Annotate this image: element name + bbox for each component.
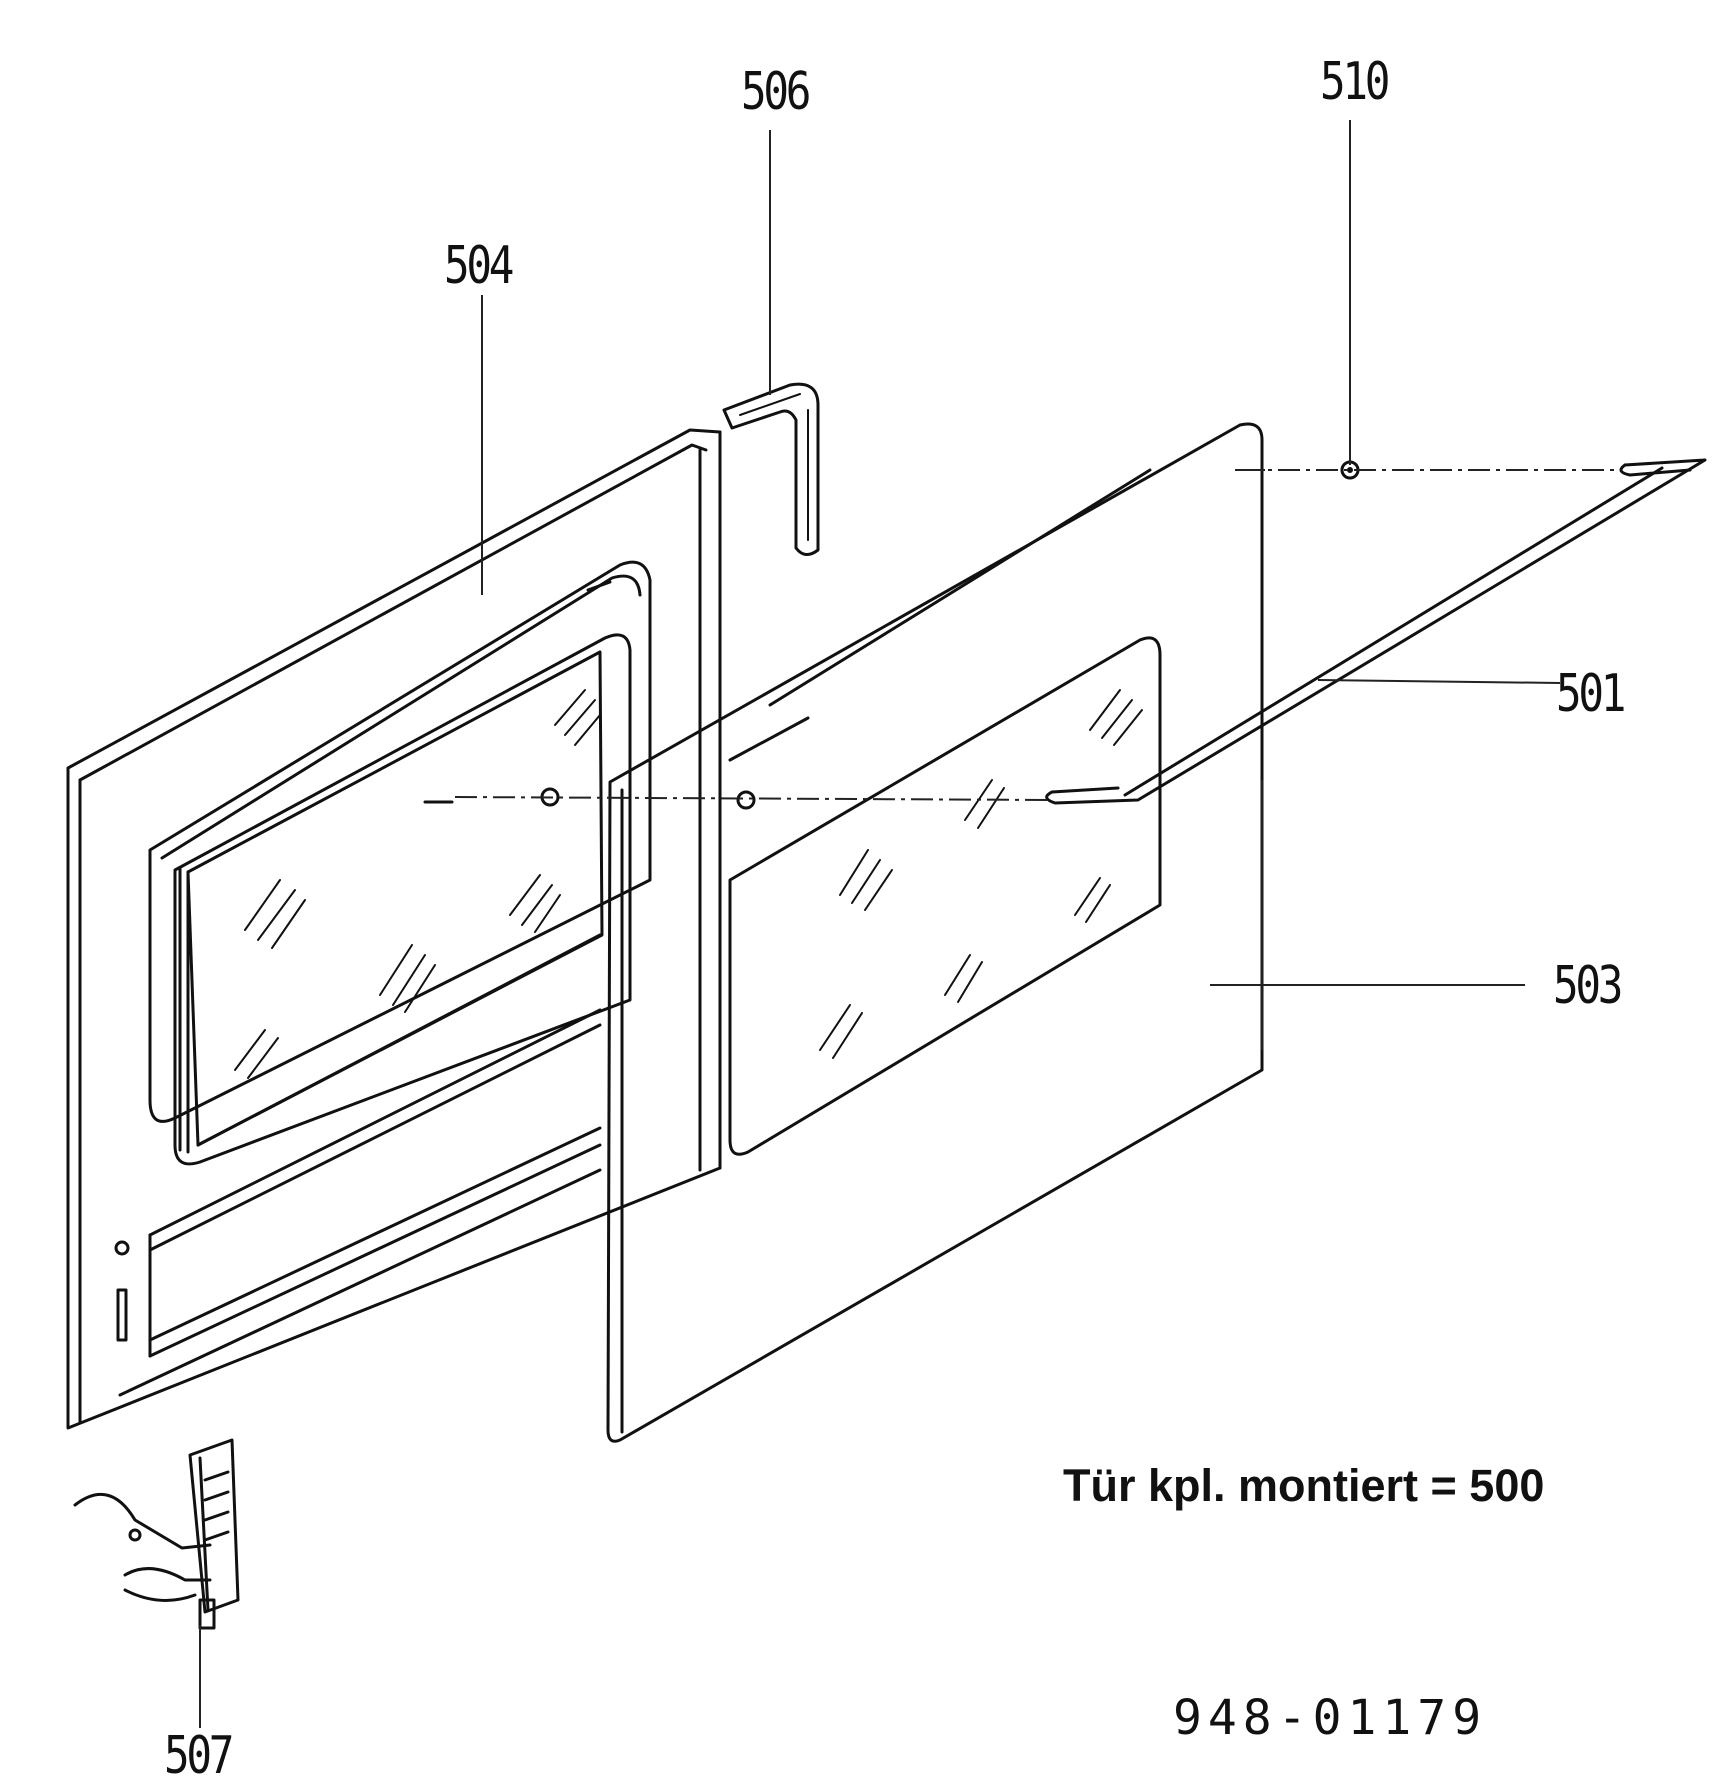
label-507: 507 [164,1726,234,1786]
seal-strip-506 [722,382,820,556]
label-506: 506 [741,62,811,122]
inner-door-panel-504 [66,428,722,1430]
label-501: 501 [1556,664,1626,724]
assembly-caption: Tür kpl. montiert = 500 [1063,1460,1545,1511]
label-503: 503 [1553,956,1623,1016]
label-504: 504 [444,236,514,296]
label-510: 510 [1320,52,1390,112]
document-number: 948-01179 [1173,1690,1488,1746]
leader-lines [199,120,1620,1728]
outer-glass-panel-503 [606,422,1264,1443]
hinge-507 [73,1438,240,1630]
rod-501 [1045,458,1707,805]
